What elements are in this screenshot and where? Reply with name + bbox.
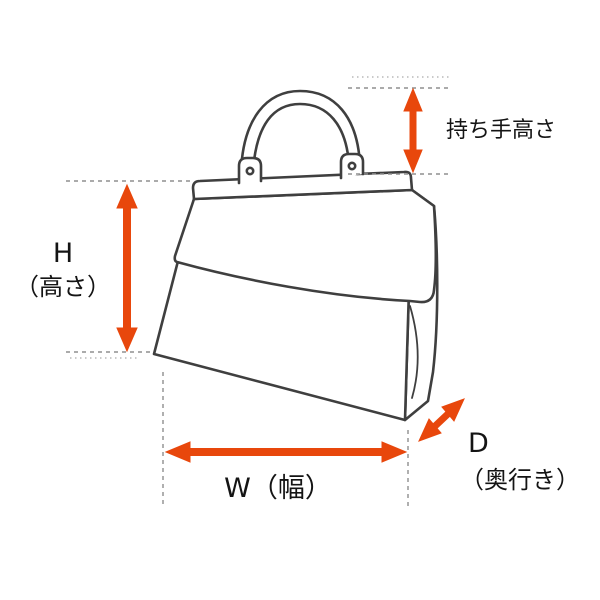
depth-label-paren: （奥行き） (460, 466, 580, 494)
handle-height-arrow (403, 87, 423, 174)
height-arrowhead-up (116, 183, 138, 209)
depth-arrowhead-upper-right (441, 398, 465, 422)
height-label-letter: H (53, 238, 73, 269)
width-arrowhead-right (381, 441, 408, 463)
height-label-paren: （高さ） (15, 273, 111, 301)
height-arrow (116, 183, 138, 353)
bag-handle-tabs (237, 152, 365, 185)
handle-height-arrowhead-down (403, 149, 423, 174)
bag-top-frame (191, 170, 414, 201)
handle-height-arrowhead-up (403, 87, 423, 112)
handle-inner-arc (251, 102, 351, 174)
handle-screw-left-icon (245, 166, 255, 176)
width-label: W（幅） (224, 473, 332, 504)
bag-illustration (152, 89, 439, 422)
handle-height-label: 持ち手高さ (446, 118, 556, 143)
dimension-labels: 持ち手高さ H （高さ） W（幅） D （奥行き） (15, 118, 580, 504)
bag-handle (239, 89, 362, 174)
bag-flap (173, 188, 438, 304)
handle-outer-arc (239, 89, 362, 174)
bag-gusset-crease (409, 305, 419, 399)
height-arrowhead-down (116, 327, 138, 353)
dimension-arrows (116, 87, 465, 463)
depth-label-letter: D (468, 428, 489, 459)
depth-arrow (418, 398, 465, 442)
depth-arrow-shaft (430, 409, 453, 431)
width-arrowhead-left (164, 441, 191, 463)
depth-arrowhead-lower-left (418, 418, 442, 442)
handle-screw-right-icon (347, 161, 357, 171)
width-arrow (164, 441, 408, 463)
guide-micro-ticks (70, 76, 450, 359)
guide-lines (66, 87, 452, 508)
